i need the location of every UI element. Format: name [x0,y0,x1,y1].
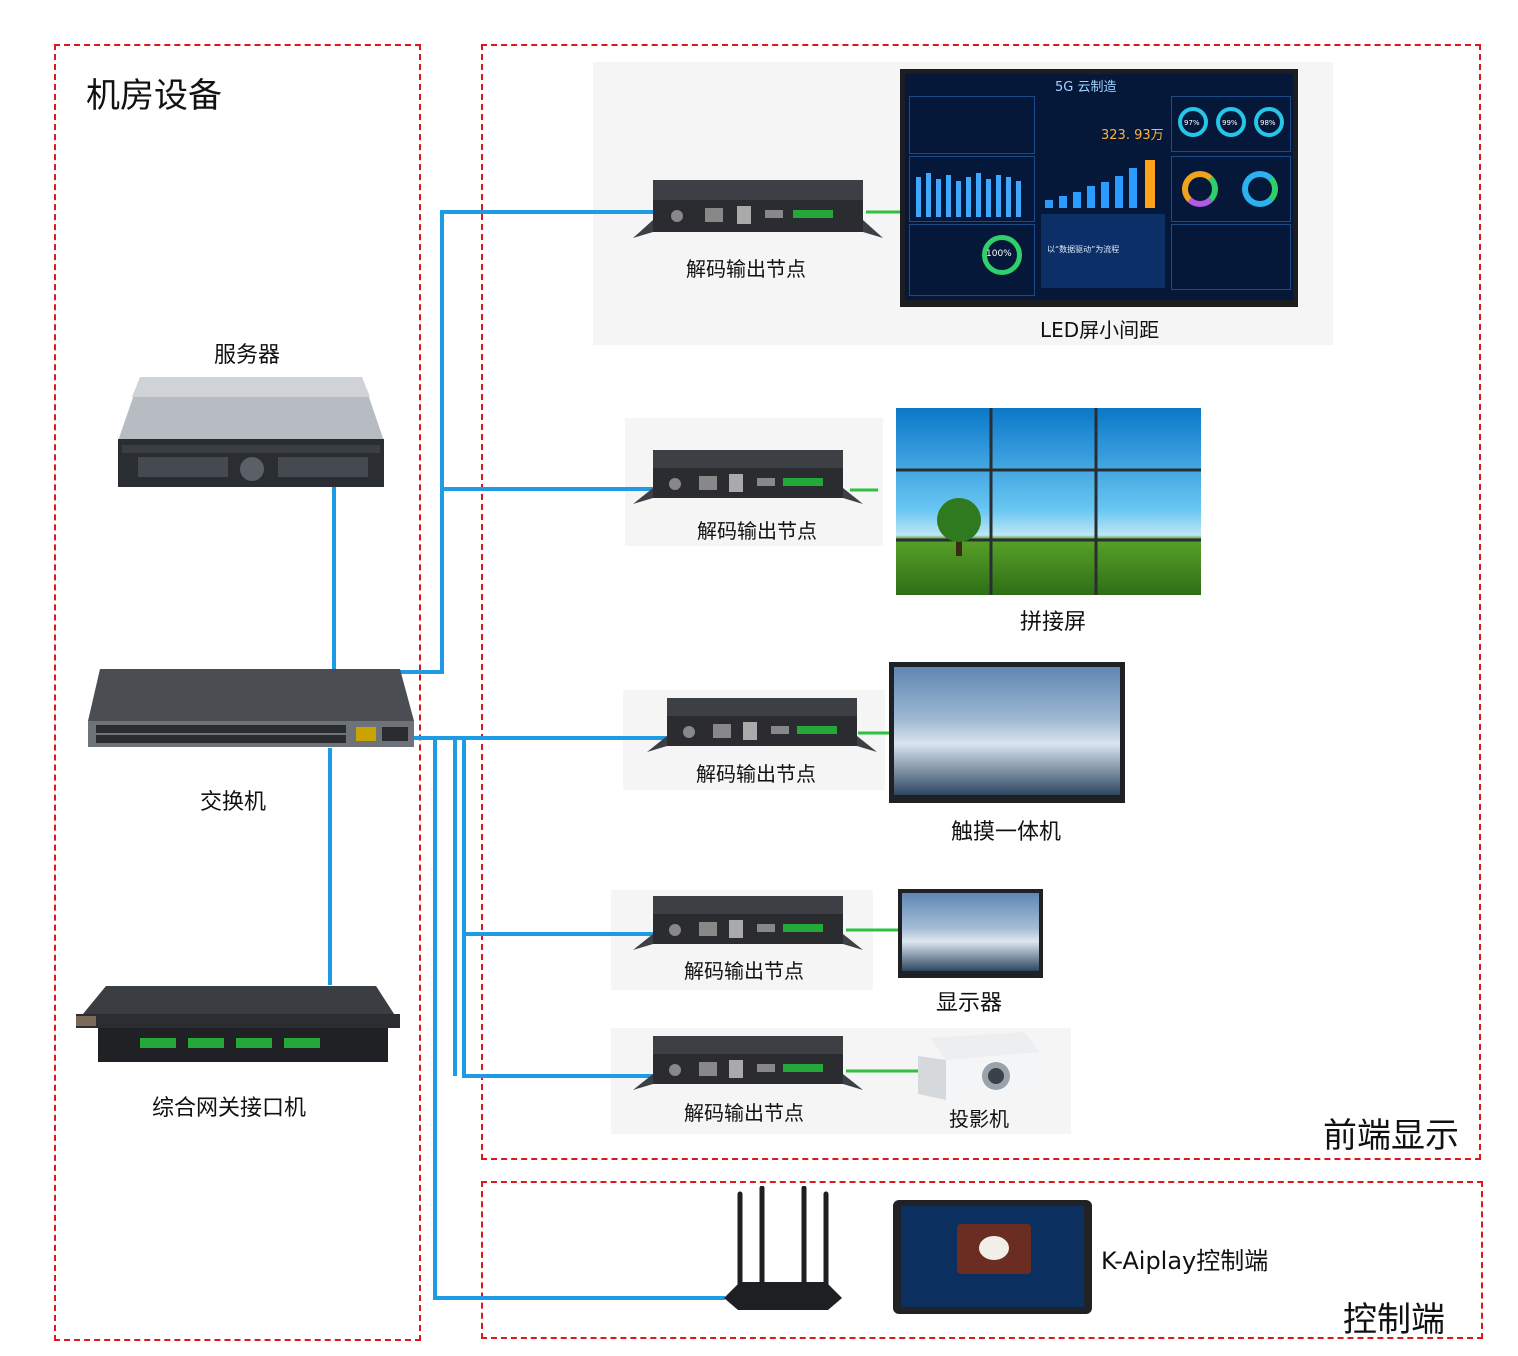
control-zone-title: 控制端 [1343,1300,1445,1340]
touch-panel [889,662,1125,803]
led-big-value: 323. 93万 [1101,128,1164,143]
decoder-box-icon [633,180,883,238]
led-screen-title: 5G 云制造 [1055,80,1117,95]
led-ring-value: 98% [1260,119,1276,127]
decoder-box-icon [633,1036,863,1090]
led-ring [1216,107,1246,137]
led-screen: 5G 云制造 100% 323. 93万 [900,69,1298,307]
trunk-projector-link [462,934,655,1078]
trunk-monitor-link [462,738,655,936]
switch-led-link [392,210,655,674]
decoder-label: 解码输出节点 [684,959,804,983]
machine-room-title: 机房设备 [86,76,222,116]
tablet-controller [893,1200,1092,1314]
splice-wall [896,408,1201,595]
decoder-box-icon [633,450,863,504]
led-ring-value: 99% [1222,119,1238,127]
projector-label: 投影机 [949,1107,1009,1131]
controller-label: K-Aiplay控制端 [1101,1247,1269,1275]
monitor-label: 显示器 [936,991,1003,1016]
decoder-label: 解码输出节点 [686,257,806,281]
switch-router-link [433,738,725,1300]
switch-icon [88,669,414,747]
touch-label: 触摸一体机 [951,820,1062,845]
server-icon [118,377,384,487]
control-zone [481,1181,1483,1339]
router-icon [724,1186,842,1310]
projector-icon [918,1032,1040,1100]
decoder-label: 解码输出节点 [697,519,817,543]
led-banner: 以“数据驱动”为流程 [1047,245,1120,254]
splice-grid-lines [896,408,1201,595]
frontend-display-zone [481,44,1481,1160]
machine-room-zone [54,44,421,1341]
decoder-box-icon [647,698,877,752]
led-percent: 100% [986,249,1012,259]
switch-label: 交换机 [200,790,267,815]
led-ring [1178,107,1208,137]
led-label: LED屏小间距 [1040,318,1160,342]
led-growth-chart-graphic [1045,160,1155,208]
server-label: 服务器 [214,343,281,368]
led-bar-chart-graphic [916,173,1021,217]
splice-label: 拼接屏 [1020,610,1087,635]
led-ring-value: 97% [1184,119,1200,127]
gateway-icon [76,986,400,1062]
led-ring [1254,107,1284,137]
monitor-screen [898,889,1043,978]
tree-graphic [937,498,981,556]
decoder-box-icon [633,896,863,950]
decoder-label: 解码输出节点 [696,762,816,786]
decoder-label: 解码输出节点 [684,1101,804,1125]
frontend-display-title: 前端显示 [1323,1116,1459,1156]
gateway-label: 综合网关接口机 [152,1096,307,1121]
